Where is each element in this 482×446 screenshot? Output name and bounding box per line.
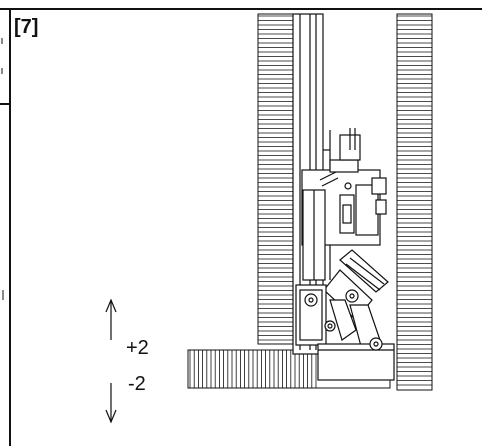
door-panel [396,13,433,391]
up-arrow [105,298,117,340]
cabinet-side-panel [257,13,294,345]
step-label: [7] [14,16,38,38]
left-margin-marks [1,38,4,300]
down-arrow [105,383,117,424]
pivot-pins [304,182,383,351]
adjust-down-label: -2 [128,373,146,395]
page-frame [0,8,482,446]
hinge-housing [301,128,387,281]
hinge-base [295,284,395,381]
adjust-up-label: +2 [126,337,149,359]
